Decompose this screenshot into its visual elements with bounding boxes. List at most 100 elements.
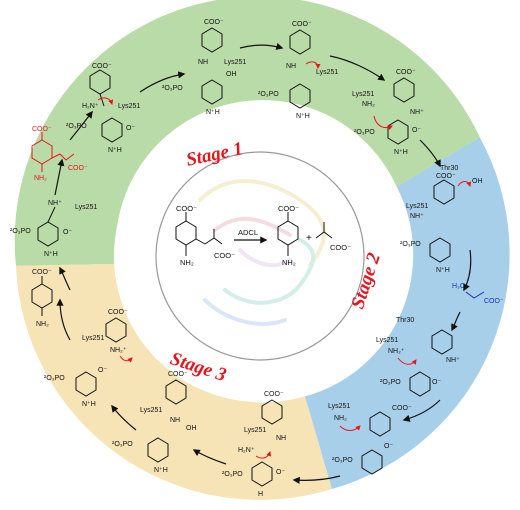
svg-text:NH: NH	[276, 435, 286, 442]
svg-text:COO⁻: COO⁻	[176, 204, 197, 213]
svg-text:NH₂: NH₂	[334, 415, 347, 422]
svg-text:NH₂: NH₂	[34, 175, 47, 182]
svg-text:NH⁺: NH⁺	[410, 109, 424, 116]
svg-text:²O₃PO: ²O₃PO	[162, 85, 183, 92]
svg-text:COO⁻: COO⁻	[396, 69, 416, 76]
svg-text:Thr30: Thr30	[396, 317, 414, 324]
stage-3-sector	[16, 263, 332, 500]
svg-text:O⁻: O⁻	[432, 379, 441, 386]
svg-text:OH: OH	[226, 71, 237, 78]
svg-text:N⁺H: N⁺H	[394, 149, 408, 156]
svg-text:H: H	[258, 491, 263, 498]
svg-text:Lys251: Lys251	[75, 204, 97, 211]
product-paba: COO⁻ NH₂	[31, 269, 53, 328]
svg-text:COO⁻: COO⁻	[168, 371, 188, 378]
intermediate-10: Lys251 NH₂ COO⁻ ²O₃PO O⁻	[328, 403, 412, 475]
svg-text:²O₃PO: ²O₃PO	[66, 123, 87, 130]
svg-text:Lys251: Lys251	[224, 59, 246, 66]
svg-text:Lys251: Lys251	[244, 427, 266, 434]
substrate-red: COO⁻ COO⁻ NH₂	[31, 126, 88, 182]
intermediate-5: COO⁻ NH Lys251 ²O₃PO N⁺H	[258, 21, 338, 120]
svg-text:+: +	[306, 233, 312, 244]
svg-text:Lys251: Lys251	[352, 91, 374, 98]
svg-text:Lys251: Lys251	[140, 407, 162, 414]
stage-1-sector	[14, 0, 480, 266]
svg-text:COO⁻: COO⁻	[68, 165, 88, 172]
center-ring	[155, 151, 365, 361]
svg-text:NH: NH	[170, 417, 180, 424]
intermediate-9: Thr30 Lys251 NH₂⁺ NH⁺ ²O₃PO O⁻	[376, 317, 460, 397]
svg-text:Lys251: Lys251	[376, 337, 398, 344]
svg-text:H₃C: H₃C	[452, 283, 465, 290]
intermediate-13: COO⁻ Lys251 NH₂⁺ ²O₃PO O⁻ N⁺H	[44, 309, 128, 408]
intermediate-1: NH⁺ Lys251 ²O₃PO O⁻ N⁺H	[10, 200, 97, 258]
svg-text:COO⁻: COO⁻	[32, 269, 52, 276]
svg-text:COO⁻: COO⁻	[484, 298, 504, 305]
svg-text:NH₂: NH₂	[36, 321, 49, 328]
svg-text:²O₃PO: ²O₃PO	[400, 241, 421, 248]
svg-text:O⁻: O⁻	[126, 125, 135, 132]
svg-text:COO⁻: COO⁻	[330, 243, 351, 252]
svg-text:Lys251: Lys251	[82, 335, 104, 342]
svg-text:N⁺H: N⁺H	[206, 109, 220, 116]
svg-text:N⁺H: N⁺H	[108, 147, 122, 154]
svg-text:NH₂: NH₂	[180, 258, 194, 267]
svg-text:²O₃PO: ²O₃PO	[332, 457, 353, 464]
svg-text:²O₃PO: ²O₃PO	[222, 471, 243, 478]
intermediate-11: COO⁻ Lys251 NH H₂N⁺ ²O₃PO O⁻ H	[222, 391, 286, 498]
intermediate-4: COO⁻ NH Lys251 OH ²O₃PO N⁺H	[162, 19, 246, 116]
svg-text:²O₃PO: ²O₃PO	[258, 91, 279, 98]
svg-text:H₂N⁺: H₂N⁺	[82, 103, 99, 110]
svg-text:²O₃PO: ²O₃PO	[10, 228, 31, 235]
svg-text:NH⁺: NH⁺	[446, 357, 460, 364]
svg-text:NH⁺: NH⁺	[410, 213, 424, 220]
adcl-label: ADCL	[238, 228, 258, 237]
intermediate-6: COO⁻ Lys251 NH₂ NH⁺ ²O₃PO O⁻ N⁺H	[352, 69, 424, 156]
svg-text:O⁻: O⁻	[384, 443, 393, 450]
svg-text:N⁺H: N⁺H	[436, 267, 450, 274]
intermediate-12: COO⁻ Lys251 NH OH ²O₃PO N⁺H	[112, 371, 197, 474]
cycle-arrows	[54, 42, 472, 484]
svg-text:Thr30: Thr30	[440, 165, 458, 172]
svg-text:COO⁻: COO⁻	[108, 309, 128, 316]
center-disc	[114, 110, 406, 402]
svg-text:²O₃PO: ²O₃PO	[354, 129, 375, 136]
svg-text:NH: NH	[198, 59, 208, 66]
svg-text:NH₂: NH₂	[282, 258, 296, 267]
svg-text:NH₂⁺: NH₂⁺	[110, 347, 127, 354]
svg-text:N⁺H: N⁺H	[154, 467, 168, 474]
intermediate-7: Thr30 OH COO⁻ Lys251 NH⁺ ²O₃PO N⁺H	[400, 165, 483, 274]
svg-text:COO⁻: COO⁻	[292, 21, 312, 28]
svg-text:Lys251: Lys251	[328, 403, 350, 410]
svg-text:²O₃PO: ²O₃PO	[112, 441, 133, 448]
svg-text:COO⁻: COO⁻	[392, 405, 412, 412]
svg-text:O⁻: O⁻	[276, 469, 285, 476]
svg-text:COO⁻: COO⁻	[264, 391, 284, 398]
pyruvate-blue: H₃C COO⁻	[452, 283, 504, 305]
center-reaction: COO⁻ COO⁻ NH₂ ADCL COO⁻ NH₂ + COO⁻	[175, 204, 351, 267]
svg-text:COO⁻: COO⁻	[278, 204, 299, 213]
intermediate-3: COO⁻ H₂N⁺ Lys251 ²O₃PO O⁻ N⁺H	[66, 63, 140, 154]
svg-text:O⁻: O⁻	[412, 127, 421, 134]
svg-text:Lys251: Lys251	[316, 69, 338, 76]
protein-ribbon	[198, 179, 326, 326]
svg-text:NH⁺: NH⁺	[48, 200, 62, 207]
svg-text:H₂N⁺: H₂N⁺	[238, 447, 255, 454]
svg-text:COO⁻: COO⁻	[436, 173, 456, 180]
svg-text:Lys251: Lys251	[118, 103, 140, 110]
svg-text:Lys251: Lys251	[406, 203, 428, 210]
svg-text:OH: OH	[472, 178, 483, 185]
svg-text:NH₂: NH₂	[362, 101, 375, 108]
svg-text:N⁺H: N⁺H	[82, 401, 96, 408]
svg-text:N⁺H: N⁺H	[296, 113, 310, 120]
electron-arrows	[97, 61, 472, 459]
svg-text:OH: OH	[186, 425, 197, 432]
svg-text:O⁻: O⁻	[98, 367, 107, 374]
svg-text:COO⁻: COO⁻	[32, 126, 52, 133]
svg-text:COO⁻: COO⁻	[214, 251, 235, 260]
svg-text:²O₃PO: ²O₃PO	[380, 379, 401, 386]
svg-text:NH₂⁺: NH₂⁺	[388, 348, 405, 355]
svg-text:²O₃PO: ²O₃PO	[44, 375, 65, 382]
svg-text:COO⁻: COO⁻	[204, 19, 224, 26]
